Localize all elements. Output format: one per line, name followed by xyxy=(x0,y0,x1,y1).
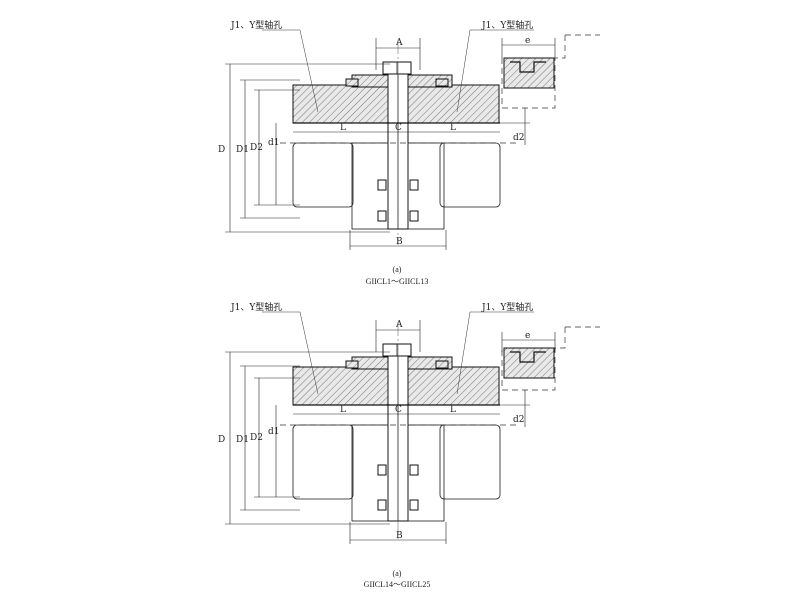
bore-label-right: J1、Y型轴孔 xyxy=(481,19,533,31)
label-D: D xyxy=(218,435,225,445)
label-d2: d2 xyxy=(513,133,525,143)
left-hub-body xyxy=(292,142,354,208)
dim-L-C-L: L C L xyxy=(293,123,500,133)
dim-A: A xyxy=(375,38,421,70)
dim-D-stack: D D1 D2 d1 xyxy=(218,63,390,233)
dim-L-C-L: L C L xyxy=(293,405,500,415)
dim-d2: d2 xyxy=(500,390,530,427)
caption-range-1: GIICL1～GIICL13 xyxy=(366,277,429,286)
label-L-left: L xyxy=(340,405,346,415)
dim-D-stack: D D1 D2 d1 xyxy=(218,351,390,525)
bore-label-right: J1、Y型轴孔 xyxy=(481,301,533,313)
label-B: B xyxy=(396,531,403,541)
label-C: C xyxy=(395,405,402,415)
caption-range-2: GIICL14～GIICL25 xyxy=(364,580,431,589)
label-D1: D1 xyxy=(236,435,249,445)
label-L-right: L xyxy=(450,123,456,133)
label-d1: d1 xyxy=(268,427,280,437)
label-D2: D2 xyxy=(250,143,263,153)
label-L-right: L xyxy=(450,405,456,415)
label-A: A xyxy=(395,38,403,48)
dim-B: B xyxy=(349,522,447,544)
label-D: D xyxy=(218,145,225,155)
label-e: e xyxy=(525,331,530,341)
label-B: B xyxy=(396,237,403,247)
figure-a: A L C L B D D1 D2 d1 xyxy=(218,19,600,286)
left-hub-body xyxy=(292,424,354,500)
dim-B: B xyxy=(349,230,447,250)
label-L-left: L xyxy=(340,123,346,133)
label-e: e xyxy=(525,36,530,46)
figure-b: A L C L B D D1 D2 d1 xyxy=(218,301,600,589)
label-d1: d1 xyxy=(268,138,280,148)
label-d2: d2 xyxy=(513,415,525,425)
detail-e: e xyxy=(501,34,600,109)
label-D2: D2 xyxy=(250,433,263,443)
label-A: A xyxy=(395,320,403,330)
right-hub-body xyxy=(439,424,501,500)
detail-e: e xyxy=(501,326,600,391)
bore-label-left: J1、Y型轴孔 xyxy=(230,19,282,31)
bore-label-left: J1、Y型轴孔 xyxy=(230,301,282,313)
label-C: C xyxy=(395,123,402,133)
caption-index-2: (a) xyxy=(393,569,402,578)
right-hub-body xyxy=(439,142,501,208)
dim-A: A xyxy=(375,320,421,352)
caption-index-1: (a) xyxy=(393,265,402,274)
label-D1: D1 xyxy=(236,145,249,155)
dim-d2: d2 xyxy=(500,108,530,145)
